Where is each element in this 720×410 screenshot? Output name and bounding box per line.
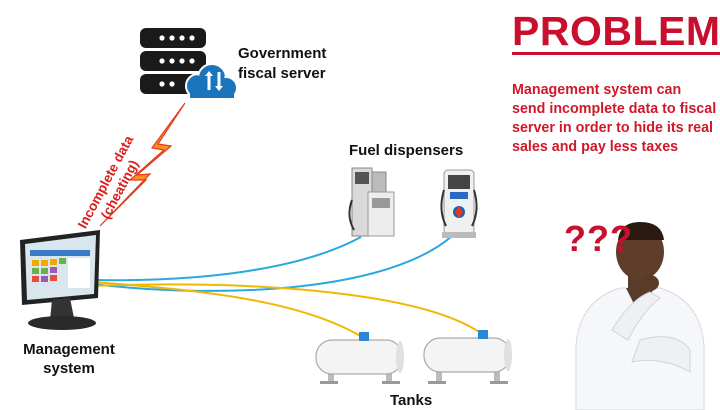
problem-title: PROBLEM [512,8,720,55]
server-label-line1: Government [238,45,327,62]
dispensers-label: Fuel dispensers [349,142,464,159]
server-label: Government fiscal server [238,44,326,84]
management-label-line2: system [43,360,95,377]
question-marks: ??? [564,218,633,259]
line-pc-to-dispenser-2 [91,235,453,292]
management-label: Management system [14,340,124,378]
thinking-person-image [575,222,705,410]
tanks-label: Tanks [390,392,433,409]
fuel-dispenser-2-icon [440,169,478,238]
line-pc-to-tank-2 [91,283,483,335]
cloud-sync-icon [185,63,238,100]
tank-2-icon [423,330,512,384]
problem-description: Management system can send incomplete da… [512,82,717,155]
server-label-line2: fiscal server [238,65,326,82]
fuel-dispenser-1-icon [348,167,395,237]
tank-1-icon [315,332,404,384]
line-pc-to-dispenser-1 [91,236,362,282]
connection-lines [91,235,483,338]
pos-terminal-icon [20,230,100,330]
lightning-bolt-icon [99,102,186,227]
management-label-line1: Management [23,341,115,358]
